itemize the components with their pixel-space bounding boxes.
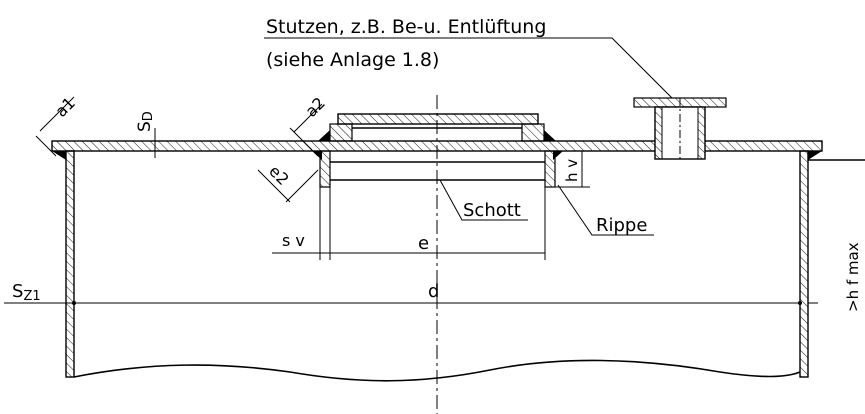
- a2-leader: [293, 103, 323, 133]
- a1-leader: [39, 96, 75, 132]
- nozzle-wall-left: [654, 106, 663, 160]
- stutzen-leader: [264, 37, 673, 99]
- a2-label: a2: [301, 93, 329, 121]
- stutzen-reference: (siehe Anlage 1.8): [266, 49, 439, 71]
- d-dim-tick-right: [798, 301, 802, 305]
- sz1-label: SZ1: [12, 281, 41, 304]
- a2-ext: [289, 127, 319, 157]
- stutzen-label: Stutzen, z.B. Be-u. Entlüftung: [266, 16, 546, 38]
- manhole-flange-right: [521, 123, 545, 142]
- schott-label: Schott: [463, 200, 521, 221]
- schott-leader: [439, 179, 528, 221]
- weld-right: [808, 151, 822, 160]
- shell-wall-left: [65, 150, 75, 378]
- schott-wall-right: [544, 150, 556, 188]
- manhole-flange-left: [329, 123, 353, 142]
- a1-ext: [35, 135, 57, 157]
- shell-wall-right: [799, 150, 809, 378]
- nozzle-wall-right: [697, 106, 706, 160]
- e-label: e: [418, 233, 429, 254]
- weld-manhole-left: [318, 130, 330, 141]
- sv-label: s v: [282, 231, 305, 250]
- rippe-label: Rippe: [596, 215, 647, 236]
- e2-label: e2: [265, 161, 293, 189]
- hfmax-label: >h f max: [844, 242, 862, 312]
- e2-ext: [285, 169, 319, 203]
- d-dim-tick-left: [72, 301, 76, 305]
- weld-manhole-right: [544, 130, 556, 141]
- manhole-cover: [337, 113, 539, 125]
- e2-leader: [257, 169, 291, 203]
- a1-label: a1: [51, 93, 79, 121]
- weld-schott-right: [553, 151, 563, 160]
- d-label: d: [428, 281, 439, 302]
- break-line: [73, 359, 801, 382]
- weld-left: [52, 151, 66, 160]
- sd-label: SD: [135, 111, 156, 132]
- rippe-leader: [557, 184, 654, 236]
- hv-label: h v: [563, 159, 581, 182]
